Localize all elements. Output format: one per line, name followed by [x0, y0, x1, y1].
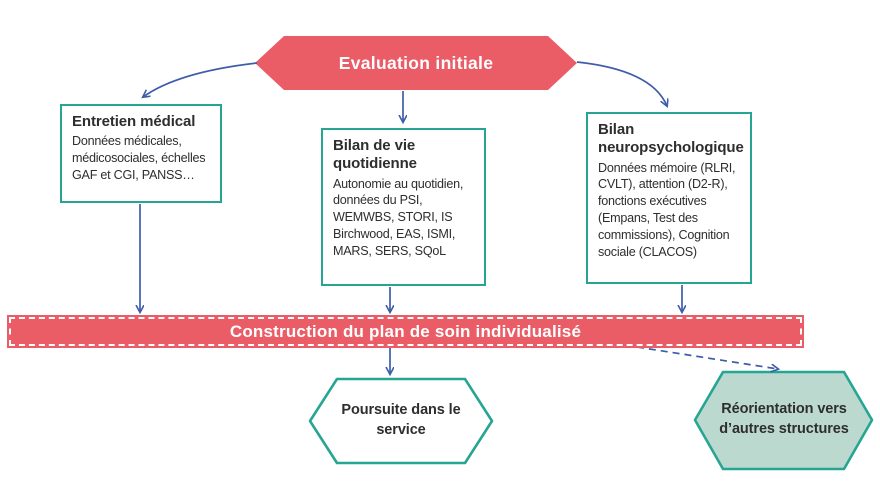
arrow-banner-to-reorientation-dashed	[636, 346, 778, 369]
box-vie-title: Bilan de vie quotidienne	[333, 137, 417, 173]
box-bilan-neuropsychologique: Bilan neuropsychologique Données mémoire…	[586, 112, 752, 284]
arrow-eval-to-entretien	[143, 62, 258, 97]
outcome-reorientation-label: Réorientation vers d’autres structures	[719, 401, 849, 437]
box-vie-body: Autonomie au quotidien, données du PSI, …	[333, 176, 464, 259]
evaluation-hexagon-shape	[255, 36, 577, 90]
box-neuro-body: Données mémoire (RLRI, CVLT), attention …	[598, 160, 736, 259]
banner-construction-plan-soin: Construction du plan de soin individuali…	[9, 317, 802, 346]
reorientation-hexagon-shape	[693, 370, 874, 471]
box-entretien-title: Entretien médical	[72, 113, 196, 130]
evaluation-initiale-title: Evaluation initiale	[338, 52, 494, 73]
poursuite-hexagon-shape	[308, 377, 494, 465]
box-bilan-vie-quotidienne: Bilan de vie quotidienne Autonomie au qu…	[321, 128, 486, 286]
box-neuro-title: Bilan neuropsychologique	[598, 121, 744, 157]
box-entretien-medical: Entretien médical Données médicales, méd…	[60, 104, 222, 203]
arrow-eval-to-neuro	[576, 61, 667, 106]
banner-label: Construction du plan de soin individuali…	[229, 321, 582, 341]
outcome-poursuite-label: Poursuite dans le service	[341, 402, 461, 438]
box-entretien-body: Données médicales, médicosociales, échel…	[72, 134, 206, 183]
